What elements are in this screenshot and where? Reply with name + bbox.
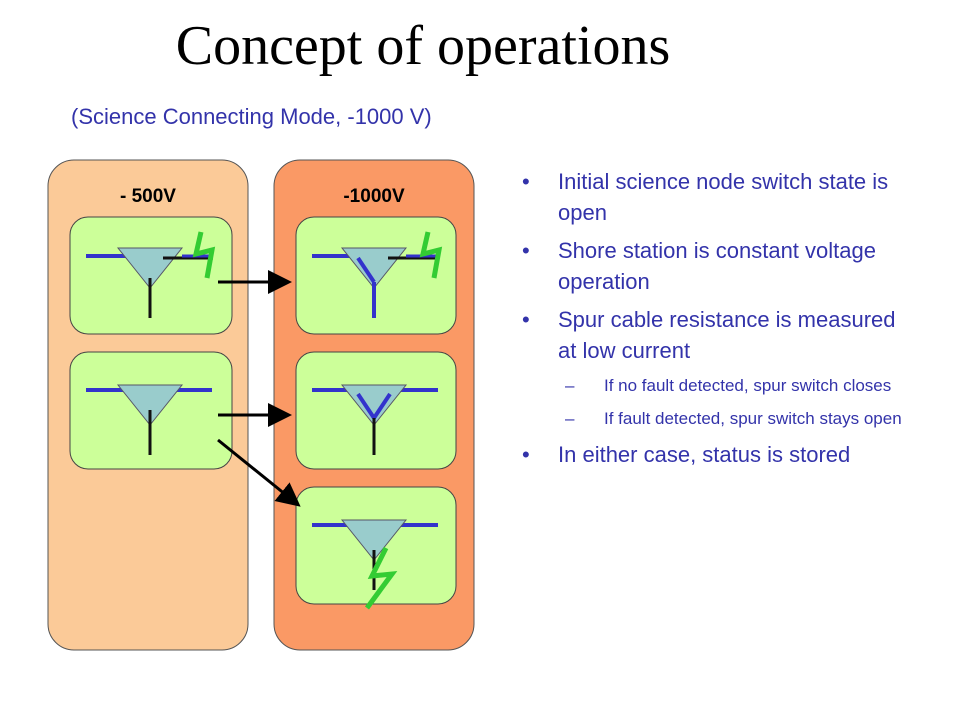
- bullet-item: • Spur cable resistance is measured at l…: [512, 304, 912, 366]
- bullet-dot-icon: •: [522, 307, 530, 332]
- page-title: Concept of operations: [175, 15, 671, 77]
- fault-bolt-icon: [419, 231, 443, 279]
- sub-bullet-item: – If no fault detected, spur switch clos…: [512, 373, 912, 398]
- bullet-text: Shore station is constant voltage operat…: [558, 238, 876, 294]
- sub-bullet-dash-icon: –: [565, 376, 575, 395]
- bullet-item: • Initial science node switch state is o…: [512, 166, 912, 228]
- node-1000v-bottom: [295, 486, 457, 610]
- sub-bullet-item: – If fault detected, spur switch stays o…: [512, 406, 912, 431]
- bullet-dot-icon: •: [522, 442, 530, 467]
- node-500v-bottom: [69, 351, 233, 470]
- bullet-text: Initial science node switch state is ope…: [558, 169, 889, 225]
- node-1000v-middle: [295, 351, 457, 470]
- arrow-diagonal: [217, 438, 301, 507]
- bullet-item: • In either case, status is stored: [512, 439, 912, 470]
- fault-bolt-icon: [364, 546, 398, 610]
- bullet-dot-icon: •: [522, 238, 530, 263]
- fault-bolt-icon: [192, 231, 216, 279]
- bullet-list: • Initial science node switch state is o…: [512, 166, 912, 477]
- sub-bullet-dash-icon: –: [565, 409, 575, 428]
- page-subtitle: (Science Connecting Mode, -1000 V): [71, 104, 432, 129]
- sub-bullet-text: If fault detected, spur switch stays ope…: [604, 409, 902, 428]
- bullet-dot-icon: •: [522, 169, 530, 194]
- node-500v-top: [69, 216, 233, 335]
- node-1000v-top: [295, 216, 457, 335]
- column-1000v-label: -1000V: [343, 186, 405, 207]
- column-500v-label: - 500V: [120, 186, 176, 207]
- bullet-item: • Shore station is constant voltage oper…: [512, 235, 912, 297]
- bullet-text: Spur cable resistance is measured at low…: [558, 307, 896, 363]
- bullet-text: In either case, status is stored: [558, 442, 851, 467]
- sub-bullet-text: If no fault detected, spur switch closes: [604, 376, 892, 395]
